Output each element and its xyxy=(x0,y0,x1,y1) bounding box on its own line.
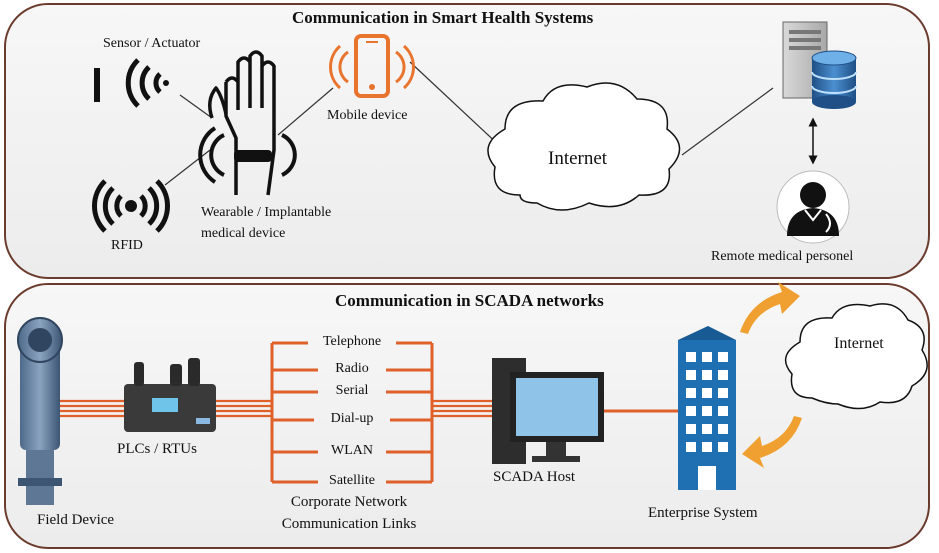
bottom-panel-title: Communication in SCADA networks xyxy=(335,291,604,310)
internet-bottom-label: Internet xyxy=(834,335,884,352)
server-database-icon xyxy=(782,21,857,109)
rfid-icon xyxy=(92,179,170,233)
scada-host-label: SCADA Host xyxy=(493,469,576,485)
wearable-label-line2: medical device xyxy=(201,226,286,241)
sensor-actuator-label: Sensor / Actuator xyxy=(103,36,201,51)
field-links-lines xyxy=(60,399,678,418)
corporate-label-line1: Corporate Network xyxy=(290,494,408,510)
smart-health-panel xyxy=(4,3,930,279)
corporate-links-bracket xyxy=(270,341,434,484)
internet-label: Internet xyxy=(548,148,608,169)
corporate-label-line2: Communication Links xyxy=(281,516,417,532)
plc-icon xyxy=(124,358,216,432)
link-serial: Serial xyxy=(335,383,369,398)
wearable-hand-icon xyxy=(198,50,297,196)
plc-label: PLCs / RTUs xyxy=(117,441,197,457)
link-satellite: Satellite xyxy=(329,473,375,488)
link-radio: Radio xyxy=(335,361,369,376)
enterprise-building-icon xyxy=(678,326,736,490)
internet-cloud-bottom-icon xyxy=(784,303,928,410)
doctor-icon xyxy=(776,170,850,244)
mobile-device-label: Mobile device xyxy=(327,108,408,123)
top-panel-title: Communication in Smart Health Systems xyxy=(292,8,594,27)
enterprise-internet-arrows xyxy=(740,282,802,468)
link-wlan: WLAN xyxy=(331,443,373,458)
mobile-device-icon xyxy=(329,34,415,98)
remote-personnel-label: Remote medical personel xyxy=(711,249,854,264)
enterprise-label: Enterprise System xyxy=(648,505,758,521)
health-connection-lines xyxy=(164,61,774,186)
scada-host-icon xyxy=(492,358,604,464)
internet-cloud-icon xyxy=(487,82,681,211)
link-dialup: Dial-up xyxy=(330,411,374,426)
wearable-label-line1: Wearable / Implantable xyxy=(201,205,332,220)
field-device-label: Field Device xyxy=(37,512,115,528)
link-telephone: Telephone xyxy=(322,334,382,349)
sensor-actuator-icon xyxy=(94,58,169,108)
rfid-label: RFID xyxy=(111,238,143,253)
field-device-icon xyxy=(17,317,63,505)
